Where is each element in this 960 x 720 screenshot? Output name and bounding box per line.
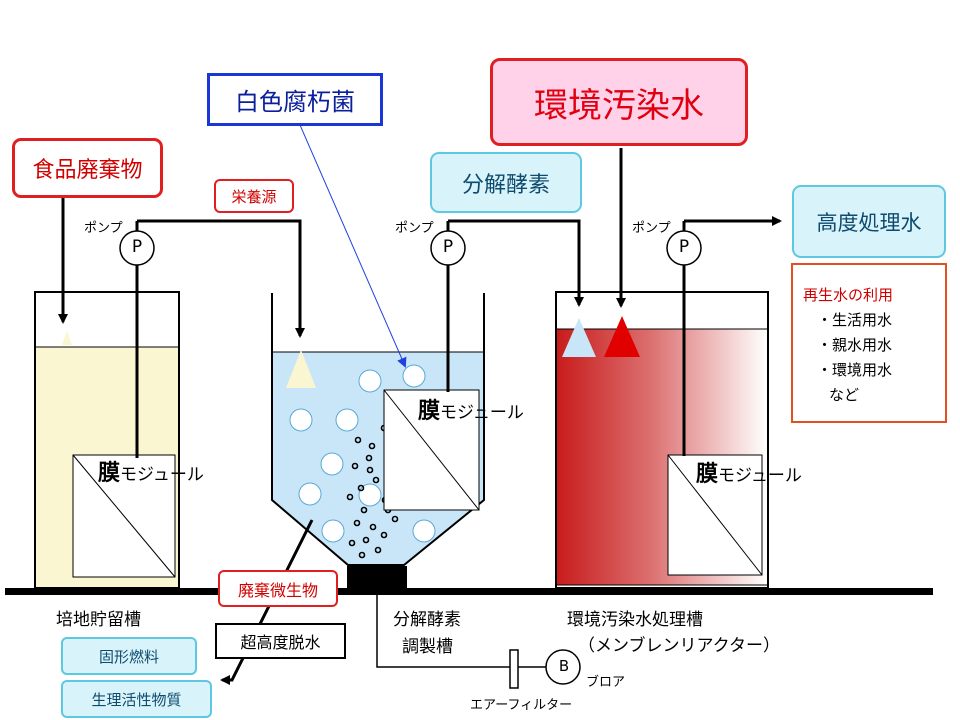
pump-label-2: ポンプ [395,221,434,236]
enzyme-inlet-icon [562,318,596,357]
membrane-module-label-1: 膜モジュール [98,455,204,487]
medium-storage-tank-label: 培地貯留槽 [56,610,141,630]
fungi-pointer [299,124,407,368]
enzyme-tank-label-line1: 分解酵素 [393,610,461,630]
reactor-tank-label-line1: 環境汚染水処理槽 [567,610,703,630]
membrane-module-label-3: 膜モジュール [696,456,802,488]
pump-label-1: ポンプ [84,221,123,236]
air-filter-label: エアーフィルター [470,698,573,713]
water-reuse-item: ・環境用水 [817,361,893,379]
membrane-label-suffix: モジュール [440,403,524,423]
membrane-label-char: 膜 [418,399,441,424]
pump-symbol-1: P [131,237,143,257]
membrane-label-suffix: モジュール [120,465,204,485]
solid-fuel-box: 固形燃料 [61,637,197,675]
food-waste-inlet-icon [62,331,72,345]
pump-symbol-3: P [678,237,690,257]
water-reuse-title: 再生水の利用 [803,286,894,304]
ground-line [5,588,933,595]
water-reuse-box: 再生水の利用 ・生活用水 ・親水用水 ・環境用水 など [791,263,947,423]
membrane-panels [72,389,763,578]
blower-label: ブロア [586,675,626,690]
nutrient-source-box: 栄養源 [214,179,294,213]
treated-water-box: 高度処理水 [792,185,946,258]
pump-label-3: ポンプ [632,221,671,236]
dehydration-box: 超高度脱水 [215,623,346,659]
food-waste-box: 食品廃棄物 [12,138,163,198]
membrane-module-label-2: 膜モジュール [418,393,524,425]
waste-microbes-box: 廃棄微生物 [218,570,338,607]
water-reuse-etc: など [829,386,860,404]
fungi-pellets [289,364,436,543]
polluted-water-box: 環境汚染水 [490,58,748,146]
air-diffuser [347,566,407,590]
pumps [119,230,702,685]
membrane-label-suffix: モジュール [718,466,802,486]
pump-symbol-2: P [442,237,454,257]
polluted-water-inlet-icon [604,316,640,357]
white-rot-fungi-box: 白色腐朽菌 [207,73,383,126]
membrane-label-char: 膜 [696,462,719,487]
air-line [376,595,546,689]
membrane-label-char: 膜 [98,461,121,486]
bioactive-substance-box: 生理活性物質 [61,680,212,718]
water-reuse-item: ・親水用水 [817,336,893,354]
blower-symbol: B [558,657,570,675]
water-reuse-item: ・生活用水 [817,311,893,329]
nutrient-inlet-icon [286,350,316,388]
enzyme-tank-label-line2: 調製槽 [402,637,453,657]
reactor-tank-label-line2: （メンブレンリアクター） [578,636,780,656]
enzyme-box: 分解酵素 [430,152,582,213]
